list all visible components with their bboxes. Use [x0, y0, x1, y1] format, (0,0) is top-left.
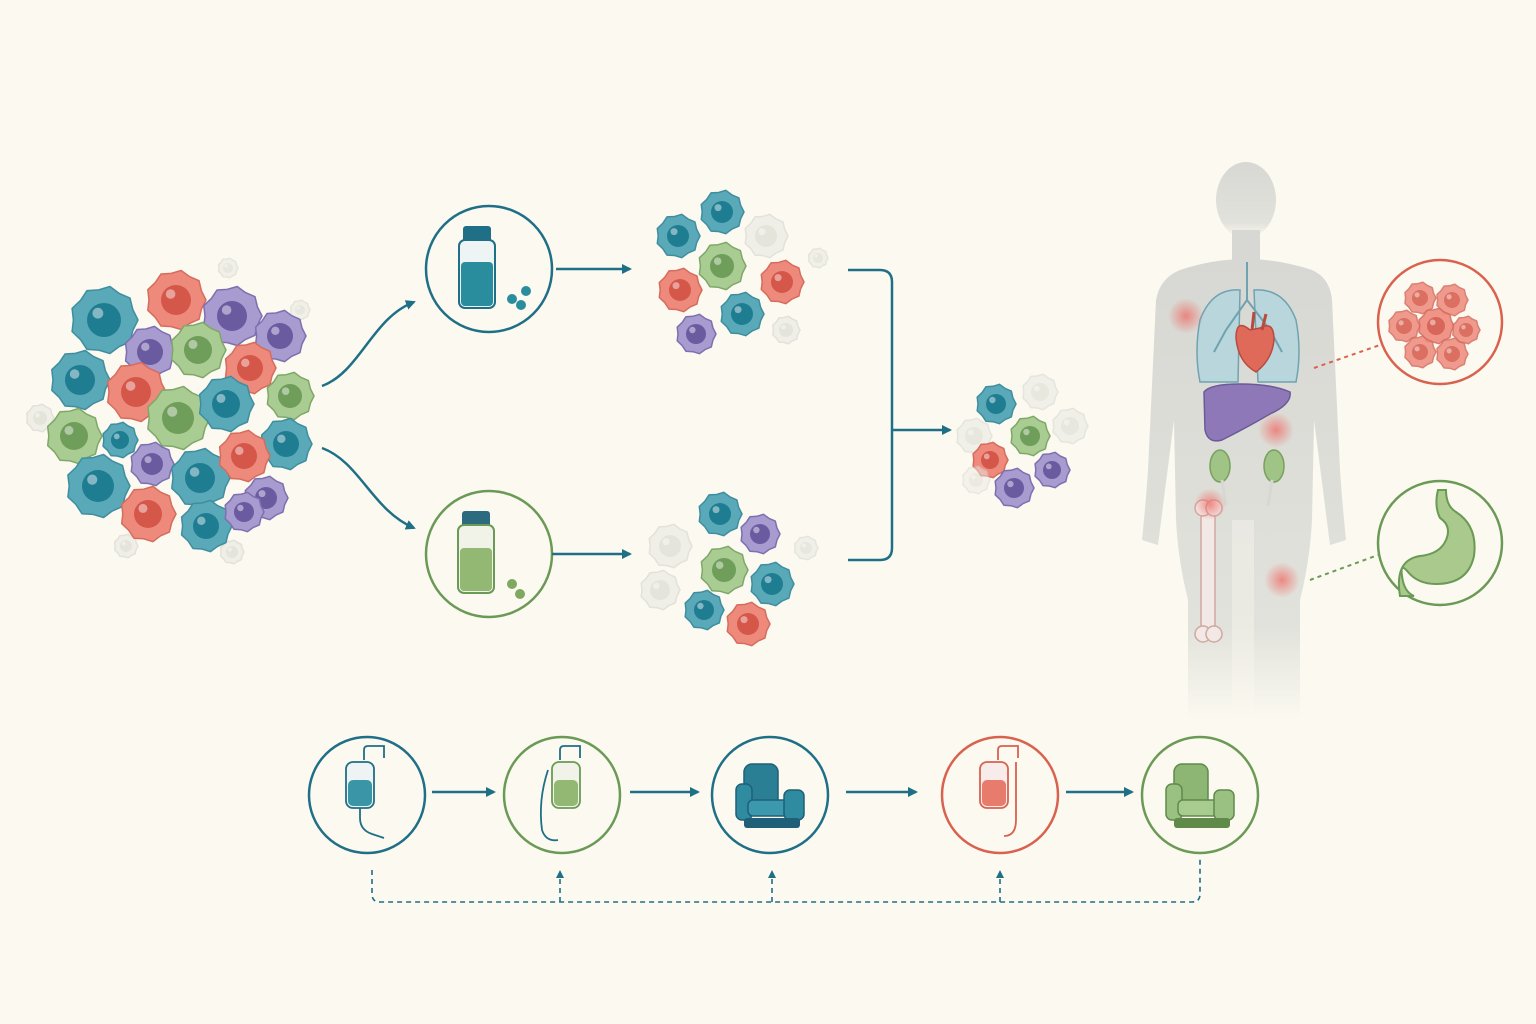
cell — [744, 213, 789, 259]
cell — [218, 429, 271, 483]
schedule-step-1-iv-bag-icon — [307, 735, 427, 855]
cell — [726, 601, 771, 647]
schedule-step-5-recliner-icon — [1140, 735, 1260, 855]
cell — [1436, 337, 1469, 371]
cell — [120, 485, 177, 543]
cell — [640, 569, 681, 611]
cell — [130, 441, 175, 487]
cell — [26, 403, 55, 433]
schedule-step-4-iv-bag-icon — [940, 735, 1060, 855]
cell — [71, 285, 139, 355]
cell — [793, 535, 819, 561]
cell — [1010, 415, 1051, 457]
cell — [750, 561, 795, 607]
therapy-a-result-cluster — [656, 189, 829, 355]
branch-arrow-therapy-a — [321, 300, 416, 388]
metastasis-hotspots — [1168, 298, 1300, 598]
cell — [113, 533, 139, 559]
cell — [217, 257, 239, 279]
cell — [698, 241, 747, 291]
human-body-silhouette — [1142, 162, 1346, 720]
cell — [700, 545, 749, 595]
cell — [147, 385, 211, 451]
cell — [1052, 407, 1089, 445]
callout-line-stomach — [1309, 554, 1379, 581]
cell — [994, 467, 1035, 509]
cell — [224, 491, 265, 533]
cell — [1022, 373, 1059, 411]
tumor-callout-icon — [1376, 258, 1504, 386]
cell — [656, 213, 701, 259]
cell — [1404, 335, 1437, 369]
combined-residual-cluster — [956, 373, 1089, 509]
schedule-step-2-iv-bag-icon — [502, 735, 622, 855]
cell — [1404, 281, 1437, 315]
kidneys-icon — [1209, 449, 1285, 507]
heterogeneous-tumor-cluster — [26, 257, 315, 565]
cell — [676, 313, 717, 355]
cell — [684, 589, 725, 631]
callout-line-tumor — [1313, 344, 1381, 369]
cell — [170, 321, 227, 379]
branch-arrow-therapy-b — [321, 446, 416, 530]
therapy-a-vial-icon — [424, 204, 554, 334]
cell — [260, 417, 313, 471]
cell — [198, 375, 255, 433]
cell — [720, 291, 765, 337]
liver-icon — [1203, 383, 1291, 442]
cell — [1452, 315, 1481, 345]
cell — [807, 247, 829, 269]
cell — [51, 349, 111, 411]
merge-bracket — [848, 268, 894, 562]
cell — [1034, 451, 1071, 489]
cell — [740, 513, 781, 555]
heart-icon — [1235, 311, 1275, 373]
cell — [658, 267, 703, 313]
cell — [648, 523, 693, 569]
cell — [224, 341, 277, 395]
treatment-schedule — [307, 735, 1260, 903]
cell — [171, 447, 231, 509]
cell — [698, 491, 743, 537]
cell — [700, 189, 745, 235]
stomach-callout-icon — [1376, 479, 1504, 607]
therapy-b-result-cluster — [640, 491, 819, 647]
cell — [1418, 307, 1455, 345]
cell — [772, 315, 801, 345]
cell — [1388, 309, 1421, 343]
cell — [1436, 283, 1469, 317]
schedule-feedback-loop — [371, 858, 1201, 903]
cell — [962, 465, 991, 495]
cell — [289, 299, 311, 321]
cell — [147, 269, 207, 331]
therapy-b-vial-icon — [424, 489, 554, 619]
cell — [760, 259, 805, 305]
cell — [254, 309, 307, 363]
cell — [102, 421, 139, 459]
cell — [180, 499, 233, 553]
cell — [219, 539, 245, 565]
cell — [67, 453, 131, 519]
cell — [46, 407, 103, 465]
cell — [976, 383, 1017, 425]
schedule-step-3-recliner-icon — [710, 735, 830, 855]
cell — [266, 371, 315, 421]
